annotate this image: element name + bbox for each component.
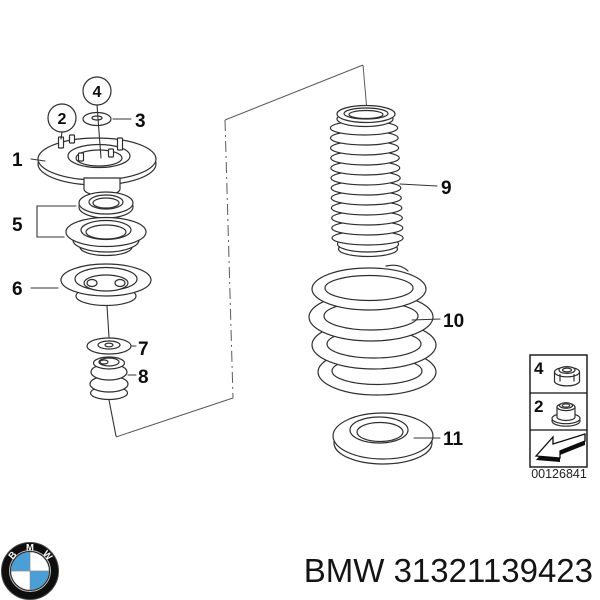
callout-4-label: 4	[93, 84, 102, 101]
callout-6-label: 6	[12, 279, 23, 300]
callout-11-label: 11	[443, 429, 464, 450]
callout-1-label: 1	[12, 150, 23, 171]
part-6-to-7-leader	[106, 305, 110, 338]
part-3-washer-drawing	[82, 111, 112, 127]
part-1-strut-mount-drawing	[37, 134, 157, 197]
bmw-logo-letter-m: M	[26, 543, 34, 554]
direction-arrow-icon	[534, 433, 586, 462]
callout-9-label: 9	[441, 178, 452, 199]
part-5-bearing-and-seat-drawing	[65, 191, 147, 257]
part-11-lower-pad-drawing	[332, 412, 434, 465]
legend-row-2-label: 2	[534, 397, 543, 416]
part-8-bump-stop-drawing	[89, 356, 129, 401]
part-6-spring-pad-drawing	[60, 263, 152, 307]
part-10-coil-spring-drawing	[308, 264, 437, 396]
flange-nut-icon	[551, 402, 581, 427]
callout-7-label: 7	[138, 339, 149, 360]
bmw-logo-quarters	[10, 551, 50, 591]
part-number-text: BMW 31321139423	[304, 552, 593, 589]
legend-row-4-label: 4	[534, 359, 544, 378]
callout-2-label: 2	[58, 111, 67, 128]
part-9-boot-drawing	[329, 104, 404, 258]
callout-2-circle	[47, 103, 77, 133]
callout-10-label: 10	[443, 311, 464, 332]
callout-2-leader	[60, 131, 63, 140]
lock-nut-icon	[553, 366, 581, 387]
mount-studs	[57, 134, 124, 162]
callout-8-label: 8	[138, 367, 149, 388]
assembly-frame-lines	[115, 64, 368, 438]
legend-code: 00126841	[531, 467, 587, 481]
bmw-logo: B M W	[1, 542, 59, 600]
callout-labels: 1 2 3 4 5 6 7 8 9 10 11	[12, 76, 464, 450]
callout-4-leader	[96, 104, 102, 159]
callout-4-circle	[82, 76, 112, 106]
callout-5-bracket	[36, 205, 77, 238]
part-8-leader	[108, 399, 117, 437]
legend-box: 4 2	[529, 354, 588, 468]
callout-5-label: 5	[12, 215, 23, 236]
callout-3-label: 3	[135, 111, 146, 132]
part-7-washer-drawing	[86, 337, 132, 355]
